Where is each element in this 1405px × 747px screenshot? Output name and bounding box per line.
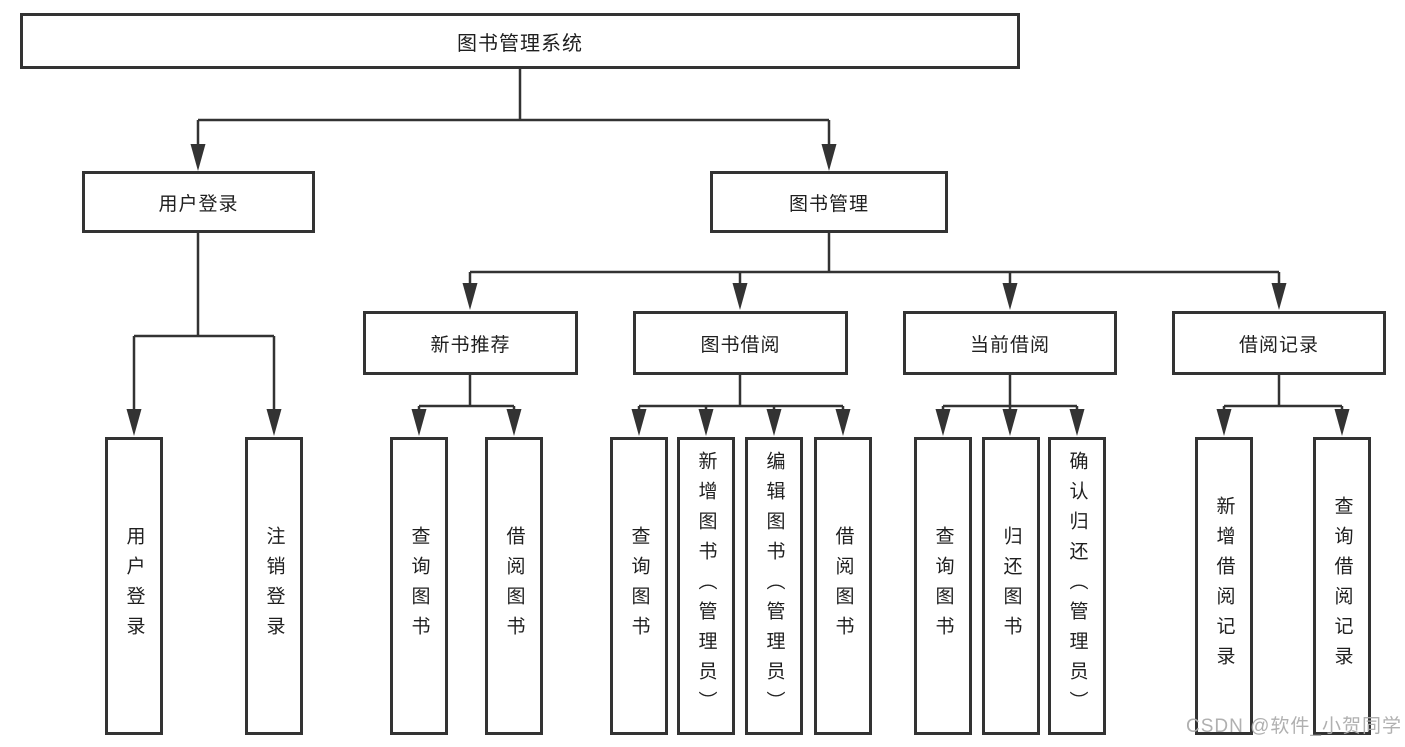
node-borrow-records: 借阅记录 [1172, 311, 1386, 375]
leaf-edit-book-admin: 编辑图书（管理员） [745, 437, 803, 735]
leaf-label: 注销登录 [263, 526, 285, 646]
leaf-add-borrow-record: 新增借阅记录 [1195, 437, 1253, 735]
leaf-label: 编辑图书（管理员） [763, 451, 785, 721]
leaf-query-books-current: 查询图书 [914, 437, 972, 735]
csdn-watermark: CSDN @软件_小贺同学 [1186, 716, 1402, 737]
leaf-user-login: 用户登录 [105, 437, 163, 735]
leaf-label: 查询借阅记录 [1331, 496, 1353, 676]
node-new-book-recommend: 新书推荐 [363, 311, 578, 375]
leaf-add-book-admin: 新增图书（管理员） [677, 437, 735, 735]
leaf-query-borrow-record: 查询借阅记录 [1313, 437, 1371, 735]
leaf-label: 确认归还（管理员） [1066, 451, 1088, 721]
leaf-confirm-return-admin: 确认归还（管理员） [1048, 437, 1106, 735]
node-current-borrow: 当前借阅 [903, 311, 1117, 375]
leaf-return-book: 归还图书 [982, 437, 1040, 735]
leaf-label: 查询图书 [932, 526, 954, 646]
leaf-label: 用户登录 [123, 526, 145, 646]
leaf-label: 新增借阅记录 [1213, 496, 1235, 676]
node-root: 图书管理系统 [20, 13, 1020, 69]
leaf-query-books-borrow: 查询图书 [610, 437, 668, 735]
leaf-borrow-books-recommend: 借阅图书 [485, 437, 543, 735]
leaf-label: 查询图书 [408, 526, 430, 646]
node-book-borrow: 图书借阅 [633, 311, 848, 375]
leaf-query-books-recommend: 查询图书 [390, 437, 448, 735]
leaf-logout: 注销登录 [245, 437, 303, 735]
leaf-label: 借阅图书 [503, 526, 525, 646]
node-user-login: 用户登录 [82, 171, 315, 233]
leaf-borrow-books-2: 借阅图书 [814, 437, 872, 735]
node-book-management: 图书管理 [710, 171, 948, 233]
leaf-label: 新增图书（管理员） [695, 451, 717, 721]
leaf-label: 归还图书 [1000, 526, 1022, 646]
leaf-label: 查询图书 [628, 526, 650, 646]
arrowheads [126, 144, 1350, 436]
leaf-label: 借阅图书 [832, 526, 854, 646]
